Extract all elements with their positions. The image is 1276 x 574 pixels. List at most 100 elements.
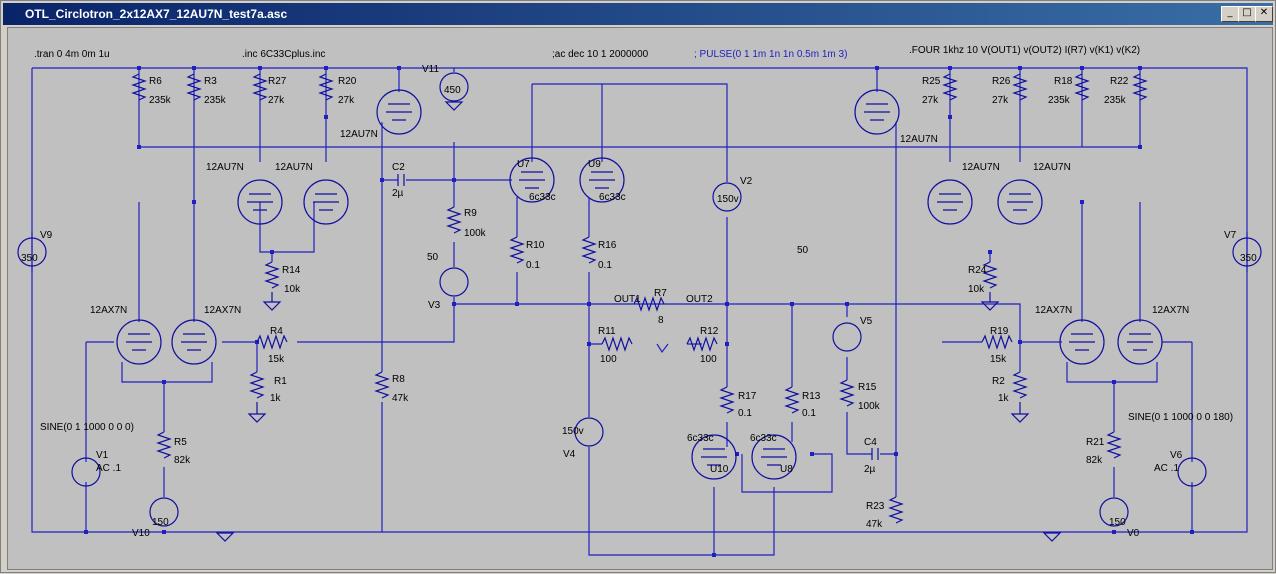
v0-label: V0 [1127,528,1140,539]
r17-label: R17 [738,391,757,402]
v9-value: 350 [21,253,38,264]
r14-label: R14 [282,265,301,276]
sine-left-label: SINE(0 1 1000 0 0 0) [40,422,134,433]
r15-value: 100k [858,401,881,412]
r1-label: R1 [274,376,287,387]
v2-label: V2 [740,176,753,187]
r22-label: R22 [1110,76,1129,87]
v4-value: 150v [562,426,584,437]
src150-right-label: 150 [1109,517,1126,528]
r20-label: R20 [338,76,357,87]
u10-label: U10 [710,464,729,475]
r18-label: R18 [1054,76,1073,87]
title-bar[interactable]: OTL_Circlotron_2x12AX7_12AU7N_test7a.asc… [3,3,1273,25]
v11-value: 450 [444,85,461,96]
four-directive: .FOUR 1khz 10 V(OUT1) v(OUT2) I(R7) v(K1… [909,45,1140,56]
r17-value: 0.1 [738,408,752,419]
tube-ax-right1-label: 12AX7N [1035,305,1072,316]
r27-value: 27k [268,95,285,106]
r4-value: 15k [268,354,285,365]
r14-value: 10k [284,284,301,295]
r2-value: 1k [998,393,1010,404]
fifty-mid-label: 50 [797,245,809,256]
r4-label: R4 [270,326,283,337]
tube-left1-label: 12AU7N [206,162,244,173]
pulse-directive: ; PULSE(0 1 1m 1n 1n 0.5m 1m 3) [694,49,847,60]
v10-label: V10 [132,528,150,539]
r24-value: 10k [968,284,985,295]
r2-label: R2 [992,376,1005,387]
sources [17,72,1262,527]
ac-directive: ;ac dec 10 1 2000000 [552,49,649,60]
tube-right2-label: 12AU7N [1033,162,1071,173]
schematic-svg: .tran 0 4m 0m 1u .inc 6C33Cplus.inc ;ac … [17,45,1262,557]
u9-label: U9 [588,159,601,170]
tube-right1-label: 12AU7N [962,162,1000,173]
r27-label: R27 [268,76,287,87]
r11-value: 100 [600,354,617,365]
resistors [131,73,1148,524]
tube-left2-label: 12AU7N [275,162,313,173]
v6-ac: AC .1 [1154,463,1179,474]
r20-value: 27k [338,95,355,106]
out1-label: OUT1 [614,294,641,305]
r5-label: R5 [174,437,187,448]
close-button[interactable]: ✕ [1255,6,1273,22]
tube-ax-right2-label: 12AX7N [1152,305,1189,316]
r9-label: R9 [464,208,477,219]
v9-label: V9 [40,230,53,241]
tran-directive: .tran 0 4m 0m 1u [34,49,110,60]
r19-value: 15k [990,354,1007,365]
r11-label: R11 [598,326,616,337]
out2-label: OUT2 [686,294,713,305]
c2-value: 2µ [392,188,404,199]
tubes [116,89,1163,480]
c2-label: C2 [392,162,405,173]
sine-right-label: SINE(0 1 1000 0 0 180) [1128,412,1233,423]
maximize-button[interactable]: □ [1238,6,1256,22]
r8-value: 47k [392,393,409,404]
tube-top-left-label: 12AU7N [340,129,378,140]
fifty-left-label: 50 [427,252,439,263]
r12-value: 100 [700,354,717,365]
r24-label: R24 [968,265,987,276]
v11-label: V11 [422,64,439,75]
r13-label: R13 [802,391,821,402]
r26-value: 27k [992,95,1009,106]
r6-value: 235k [149,95,172,106]
r21-label: R21 [1086,437,1105,448]
schematic-canvas[interactable]: .tran 0 4m 0m 1u .inc 6C33Cplus.inc ;ac … [7,27,1273,570]
u9-model: 6c33c [599,192,626,203]
v3-label: V3 [428,300,441,311]
inc-directive: .inc 6C33Cplus.inc [242,49,325,60]
u8-model: 6c33c [750,433,777,444]
r12-label: R12 [700,326,719,337]
v7-value: 350 [1240,253,1257,264]
schematic-labels: .tran 0 4m 0m 1u .inc 6C33Cplus.inc ;ac … [21,45,1257,539]
v2-value: 150v [717,194,739,205]
r10-label: R10 [526,240,545,251]
r10-value: 0.1 [526,260,540,271]
c4-label: C4 [864,437,877,448]
r23-value: 47k [866,519,883,530]
r6-label: R6 [149,76,162,87]
v1-ac: AC .1 [96,463,121,474]
r22-value: 235k [1104,95,1127,106]
src150-left-label: 150 [152,517,169,528]
window-title: OTL_Circlotron_2x12AX7_12AU7N_test7a.asc [25,7,288,21]
v6-label: V6 [1170,450,1183,461]
r21-value: 82k [1086,455,1103,466]
r16-value: 0.1 [598,260,612,271]
r25-label: R25 [922,76,941,87]
r26-label: R26 [992,76,1011,87]
r23-label: R23 [866,501,885,512]
minimize-button[interactable]: _ [1221,6,1239,22]
junction-dots [84,66,1194,557]
r25-value: 27k [922,95,939,106]
r7-value: 8 [658,315,664,326]
v7-label: V7 [1224,230,1237,241]
tube-ax-left2-label: 12AX7N [204,305,241,316]
u7-label: U7 [517,159,530,170]
r13-value: 0.1 [802,408,816,419]
